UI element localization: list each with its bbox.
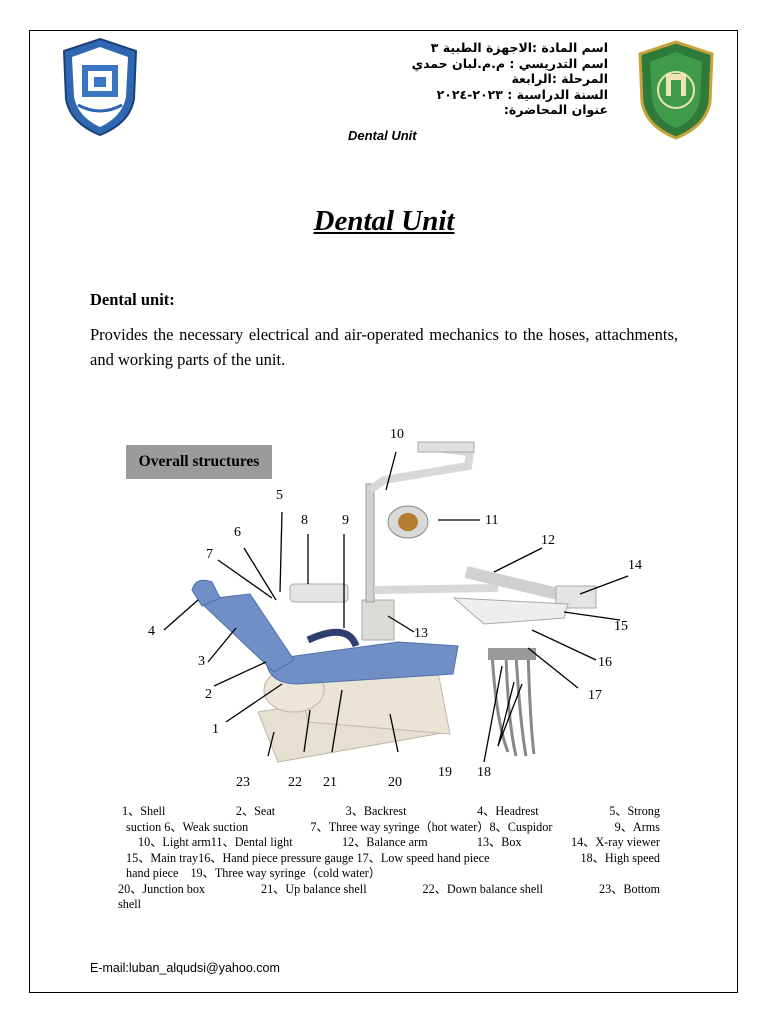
- callout-3: 3: [198, 655, 205, 669]
- academic-year: السنة الدراسية : ٢٠٢٣-٢٠٢٤: [412, 87, 608, 103]
- callout-22: 22: [288, 776, 302, 790]
- callout-7: 7: [206, 548, 213, 562]
- section-heading: Dental unit:: [90, 290, 175, 310]
- callout-13: 13: [414, 627, 428, 641]
- legend-item: 15、Main tray16、Hand piece pressure gauge…: [126, 851, 489, 867]
- legend-item: 5、Strong: [609, 804, 660, 820]
- university-logo-right: [636, 40, 716, 140]
- header-subtitle: Dental Unit: [348, 128, 417, 143]
- arabic-header: اسم المادة :الاجهزة الطبية ٣ اسم التدريس…: [412, 40, 608, 118]
- legend-item: 1、Shell: [122, 804, 165, 820]
- callout-6: 6: [234, 526, 241, 540]
- legend-item: 21、Up balance shell: [261, 882, 367, 898]
- intro-paragraph: Provides the necessary electrical and ai…: [90, 322, 678, 372]
- legend-row: 20、Junction box 21、Up balance shell 22、D…: [118, 882, 660, 898]
- callout-17: 17: [588, 689, 602, 703]
- legend-item: hand piece: [126, 866, 178, 882]
- callout-20: 20: [388, 776, 402, 790]
- callout-18: 18: [477, 766, 491, 780]
- legend-item: 12、Balance arm: [342, 835, 428, 851]
- legend-row: 15、Main tray16、Hand piece pressure gauge…: [118, 851, 660, 867]
- figure-banner: Overall structures: [126, 445, 272, 479]
- lecturer-name: اسم التدريسي : م.م.لبان حمدي: [412, 56, 608, 72]
- legend-item: 13、Box: [477, 835, 522, 851]
- callout-23: 23: [236, 776, 250, 790]
- legend-row: 10、Light arm11、Dental light 12、Balance a…: [118, 835, 660, 851]
- callout-4: 4: [148, 625, 155, 639]
- legend-item: 2、Seat: [236, 804, 275, 820]
- callout-19: 19: [438, 766, 452, 780]
- legend-item: 4、Headrest: [477, 804, 539, 820]
- callout-2: 2: [205, 688, 212, 702]
- legend-item: 19、Three way syringe（cold water）: [190, 866, 381, 882]
- callout-8: 8: [301, 514, 308, 528]
- callout-5: 5: [276, 489, 283, 503]
- callout-9: 9: [342, 514, 349, 528]
- footer-email: E-mail:luban_alqudsi@yahoo.com: [90, 961, 280, 975]
- callout-11: 11: [485, 514, 498, 528]
- legend-row: shell: [118, 897, 660, 913]
- page-title: Dental Unit: [0, 205, 768, 238]
- callout-12: 12: [541, 534, 555, 548]
- legend-item: 7、Three way syringe（hot water）8、Cuspidor: [310, 820, 552, 836]
- legend-item: 22、Down balance shell: [423, 882, 544, 898]
- legend-item: 10、Light arm11、Dental light: [138, 835, 293, 851]
- legend-item: 20、Junction box: [118, 882, 205, 898]
- legend-item: suction 6、Weak suction: [126, 820, 248, 836]
- callout-15: 15: [614, 620, 628, 634]
- legend-item: 23、Bottom: [599, 882, 660, 898]
- legend-item: 18、High speed: [580, 851, 660, 867]
- figure-legend: 1、Shell 2、Seat 3、Backrest 4、Headrest 5、S…: [118, 804, 660, 913]
- callout-16: 16: [598, 656, 612, 670]
- university-logo-left: [60, 37, 140, 137]
- callout-1: 1: [212, 723, 219, 737]
- legend-row: hand piece 19、Three way syringe（cold wat…: [118, 866, 660, 882]
- lecture-title-label: عنوان المحاضرة:: [412, 102, 608, 118]
- callout-10: 10: [390, 428, 404, 442]
- dental-unit-illustration: [98, 422, 680, 802]
- legend-item: 14、X-ray viewer: [571, 835, 660, 851]
- legend-item: 9、Arms: [615, 820, 660, 836]
- legend-item: shell: [118, 897, 141, 913]
- course-name: اسم المادة :الاجهزة الطبية ٣: [412, 40, 608, 56]
- stage: المرحلة :الرابعة: [412, 71, 608, 87]
- legend-row: 1、Shell 2、Seat 3、Backrest 4、Headrest 5、S…: [118, 804, 660, 820]
- callout-21: 21: [323, 776, 337, 790]
- legend-row: suction 6、Weak suction 7、Three way syrin…: [118, 820, 660, 836]
- callout-14: 14: [628, 559, 642, 573]
- legend-item: 3、Backrest: [346, 804, 407, 820]
